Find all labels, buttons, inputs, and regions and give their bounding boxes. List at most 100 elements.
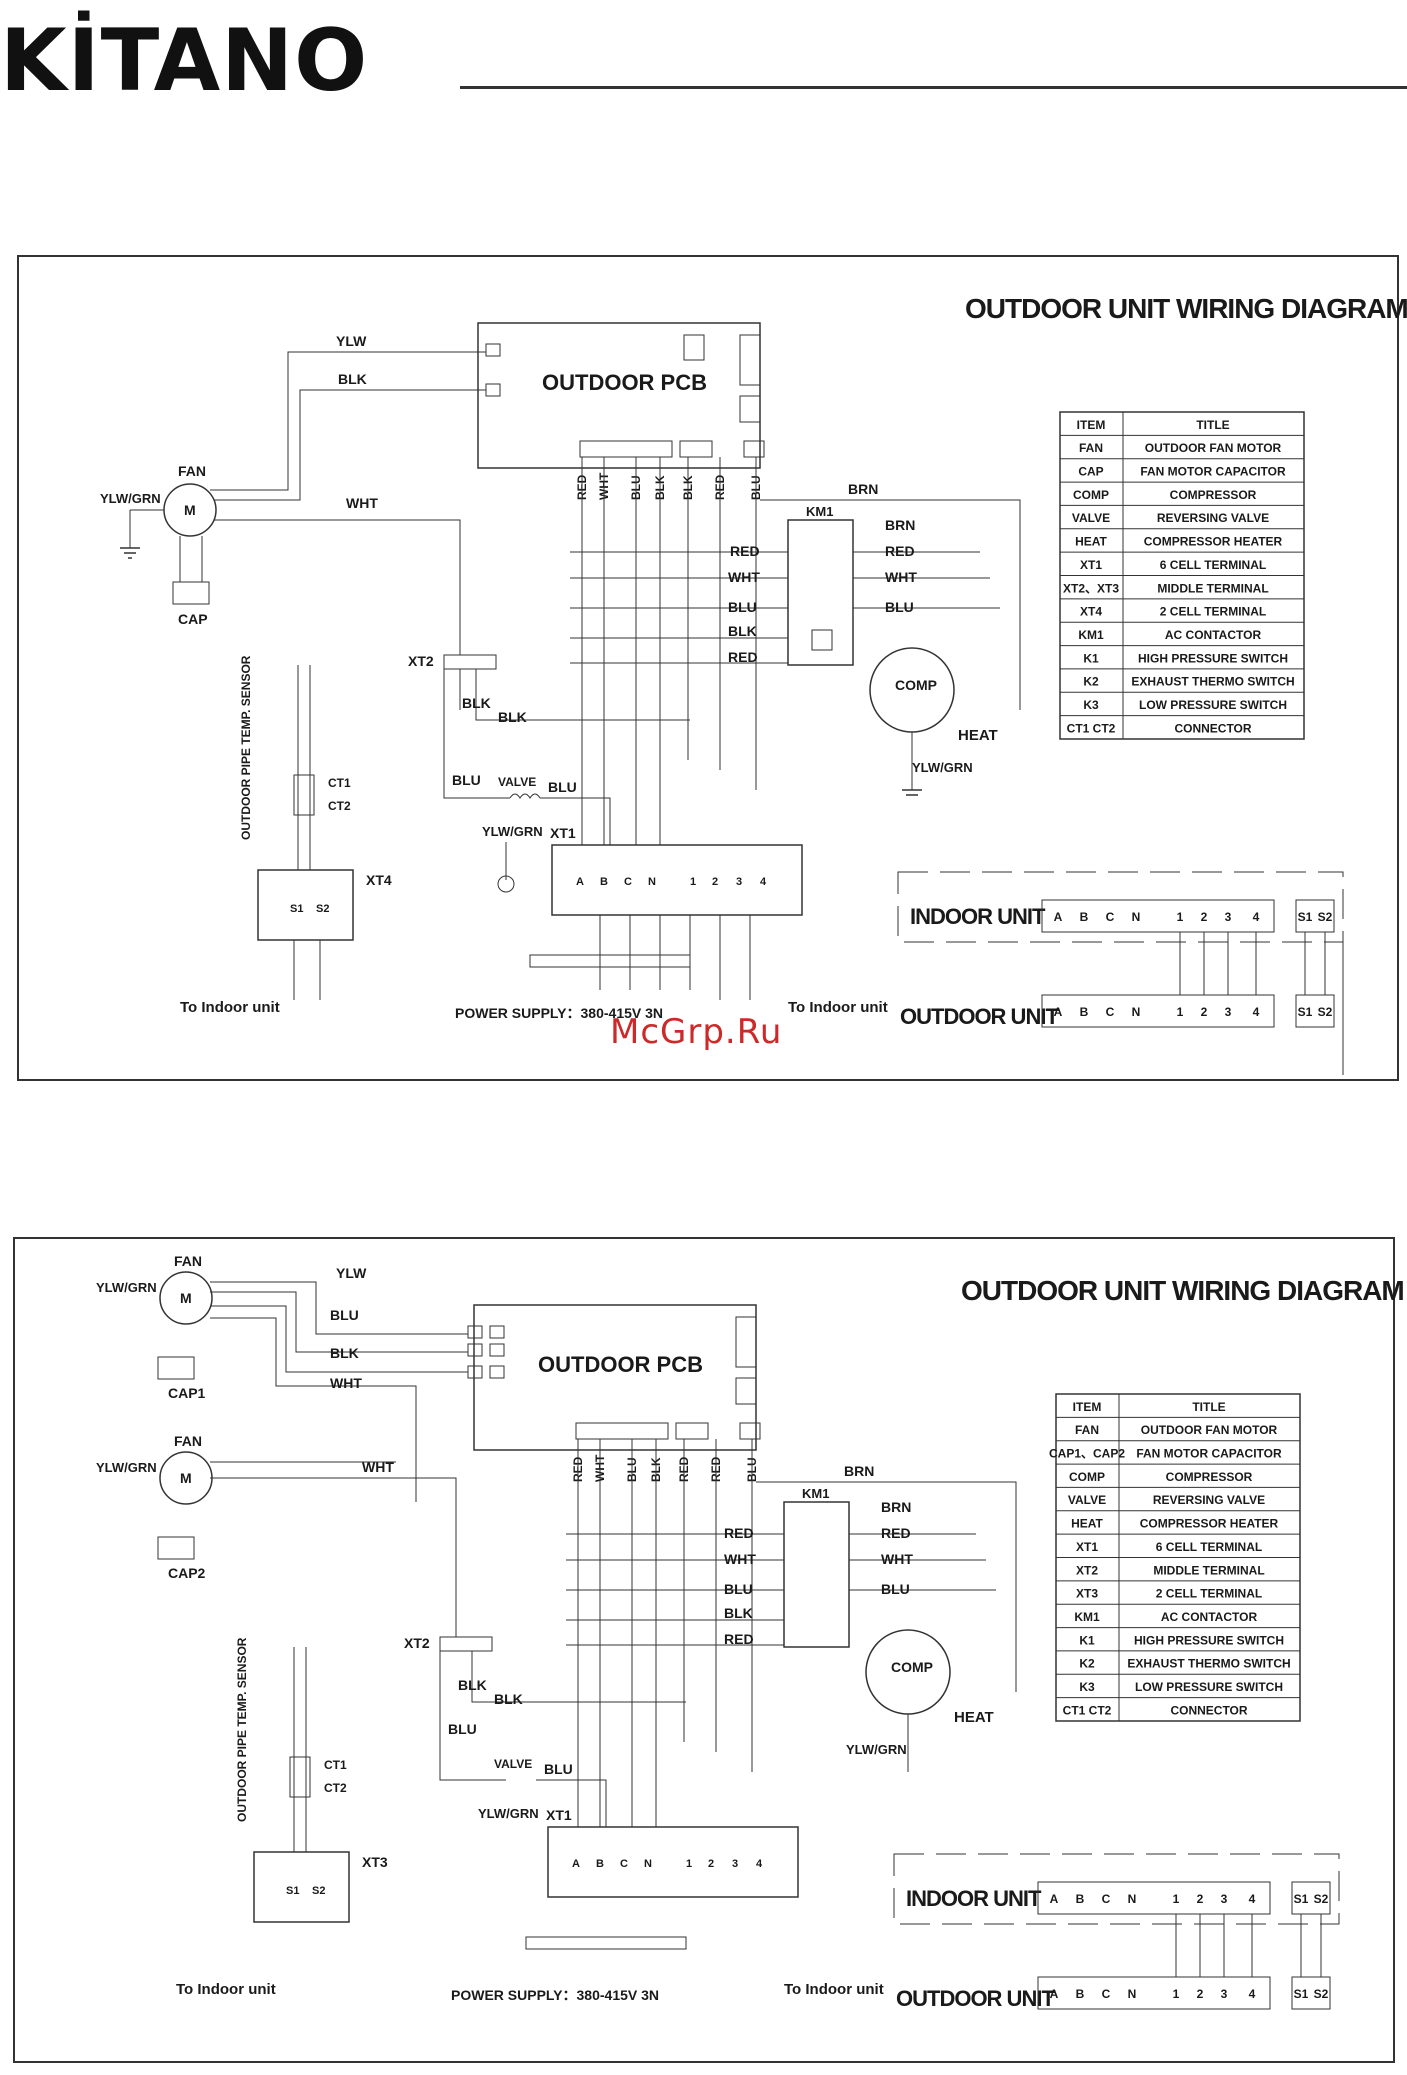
- connector-terminal-label: 1: [1173, 1892, 1180, 1906]
- legend-cell: COMPRESSOR HEATER: [1144, 535, 1283, 549]
- connector-terminal-label: B: [1080, 910, 1089, 924]
- xt2-label: XT2: [408, 653, 434, 669]
- km1-out-wht: WHT: [885, 569, 917, 585]
- svg-text:CT2: CT2: [324, 1781, 347, 1795]
- svg-text:COMP: COMP: [891, 1659, 933, 1675]
- legend-cell: COMP: [1069, 1470, 1105, 1484]
- legend-cell: 6 CELL TERMINAL: [1156, 1540, 1262, 1554]
- km1-wire-red: RED: [730, 543, 760, 559]
- power-supply-label: POWER SUPPLY：380-415V 3N: [455, 1005, 663, 1021]
- diagram-frame: [13, 1237, 1395, 2063]
- legend-cell: HEAT: [1071, 1517, 1103, 1531]
- svg-text:M: M: [180, 1290, 192, 1306]
- svg-text:WHT: WHT: [881, 1551, 913, 1567]
- legend-cell: XT1: [1080, 558, 1102, 572]
- svg-text:YLW/GRN: YLW/GRN: [478, 1806, 539, 1821]
- km1-out-red: RED: [885, 543, 915, 559]
- connector-terminal-label: 1: [1177, 910, 1184, 924]
- km1-wire-blk: BLK: [728, 623, 757, 639]
- valve-wire-blu-2: BLU: [548, 779, 577, 795]
- svg-text:M: M: [180, 1470, 192, 1486]
- wiring-diagram-2: OUTDOOR UNIT WIRING DIAGRAM OUTDOOR PCB …: [13, 1237, 1405, 2063]
- legend-cell: CT1 CT2: [1067, 721, 1116, 735]
- fan-label: FAN: [178, 463, 206, 479]
- svg-text:KM1: KM1: [802, 1486, 829, 1501]
- svg-text:4: 4: [760, 876, 767, 888]
- fan-motor-1: [159, 1271, 213, 1325]
- km1-out-blu: BLU: [885, 599, 914, 615]
- xt1-terminal: [547, 1826, 799, 1898]
- svg-text:XT1: XT1: [546, 1807, 572, 1823]
- svg-text:N: N: [644, 1858, 652, 1870]
- km1-label: KM1: [806, 504, 833, 519]
- watermark: McGrp.Ru: [610, 1012, 783, 1052]
- connector-terminal-label: A: [1050, 1892, 1059, 1906]
- connector-s-label: S2: [1318, 1005, 1333, 1019]
- svg-text:To Indoor unit: To Indoor unit: [176, 1981, 276, 1998]
- legend-cell: K3: [1083, 698, 1099, 712]
- svg-text:B: B: [596, 1858, 604, 1870]
- svg-text:S1: S1: [290, 903, 303, 915]
- svg-text:WHT: WHT: [362, 1459, 394, 1475]
- connector-terminal-label: N: [1128, 1892, 1137, 1906]
- pcb-wire-bundle: RED WHT BLU BLK BLK RED BLU: [575, 457, 763, 845]
- legend-cell: K2: [1079, 1657, 1095, 1671]
- svg-text:RED: RED: [881, 1525, 911, 1541]
- legend-cell: FAN: [1079, 441, 1103, 455]
- svg-text:CT1: CT1: [324, 1758, 347, 1772]
- legend-cell: CAP1、CAP2: [1049, 1447, 1125, 1461]
- legend-cell: MIDDLE TERMINAL: [1157, 581, 1268, 595]
- connector-s-label: S1: [1298, 1005, 1313, 1019]
- legend-header-cell: TITLE: [1196, 418, 1229, 432]
- legend-cell: K2: [1083, 675, 1099, 689]
- legend-header-cell: TITLE: [1192, 1400, 1225, 1414]
- svg-text:RED: RED: [724, 1631, 754, 1647]
- connector-terminal-label: A: [1054, 1005, 1063, 1019]
- svg-text:2: 2: [708, 1858, 714, 1870]
- xt2-terminal: [439, 1636, 493, 1652]
- connector-s-label: S1: [1298, 910, 1313, 924]
- svg-text:BLU: BLU: [330, 1307, 359, 1323]
- connector-terminal-label: A: [1054, 910, 1063, 924]
- cap-label: CAP: [178, 611, 208, 627]
- svg-text:A: A: [576, 876, 584, 888]
- outdoor-unit-label: OUTDOOR UNIT: [900, 1004, 1059, 1029]
- connector-terminal-label: 1: [1173, 1987, 1180, 2001]
- connector-terminal-label: N: [1128, 1987, 1137, 2001]
- connector-terminal-label: 1: [1177, 1005, 1184, 1019]
- connector-terminal-label: 4: [1253, 910, 1260, 924]
- connector-terminal-label: B: [1076, 1892, 1085, 1906]
- legend-cell: COMPRESSOR: [1166, 1470, 1253, 1484]
- legend-cell: HIGH PRESSURE SWITCH: [1134, 1633, 1284, 1647]
- connector-terminal-label: N: [1132, 1005, 1141, 1019]
- legend-cell: XT3: [1076, 1587, 1098, 1601]
- connector-terminal-label: 3: [1225, 1005, 1232, 1019]
- connector-terminal-label: 3: [1225, 910, 1232, 924]
- svg-text:VALVE: VALVE: [494, 1757, 532, 1771]
- legend-cell: KM1: [1074, 1610, 1100, 1624]
- ct2-label: CT2: [328, 799, 351, 813]
- connector-terminal-label: C: [1106, 910, 1115, 924]
- legend-cell: COMPRESSOR HEATER: [1140, 1517, 1279, 1531]
- connector-terminal-label: 2: [1201, 1005, 1208, 1019]
- motor-label: M: [184, 502, 196, 518]
- capacitor-2: [157, 1536, 195, 1560]
- svg-text:BRN: BRN: [881, 1499, 911, 1515]
- wire-label-wht: WHT: [346, 495, 378, 511]
- svg-text:2: 2: [712, 876, 718, 888]
- connector-terminal-label: 3: [1221, 1892, 1228, 1906]
- wire-label-ylw: YLW: [336, 333, 367, 349]
- diagram-title: OUTDOOR UNIT WIRING DIAGRAM: [961, 1275, 1404, 1306]
- svg-text:INDOOR UNIT: INDOOR UNIT: [906, 1886, 1042, 1911]
- pcb-label: OUTDOOR PCB: [538, 1352, 703, 1377]
- svg-text:C: C: [624, 876, 632, 888]
- km1-wire-blu: BLU: [728, 599, 757, 615]
- svg-text:BLU: BLU: [881, 1581, 910, 1597]
- legend-cell: EXHAUST THERMO SWITCH: [1131, 675, 1294, 689]
- svg-text:S2: S2: [316, 903, 329, 915]
- connector-terminal-label: 4: [1249, 1892, 1256, 1906]
- diagram-frame: [17, 255, 1399, 1081]
